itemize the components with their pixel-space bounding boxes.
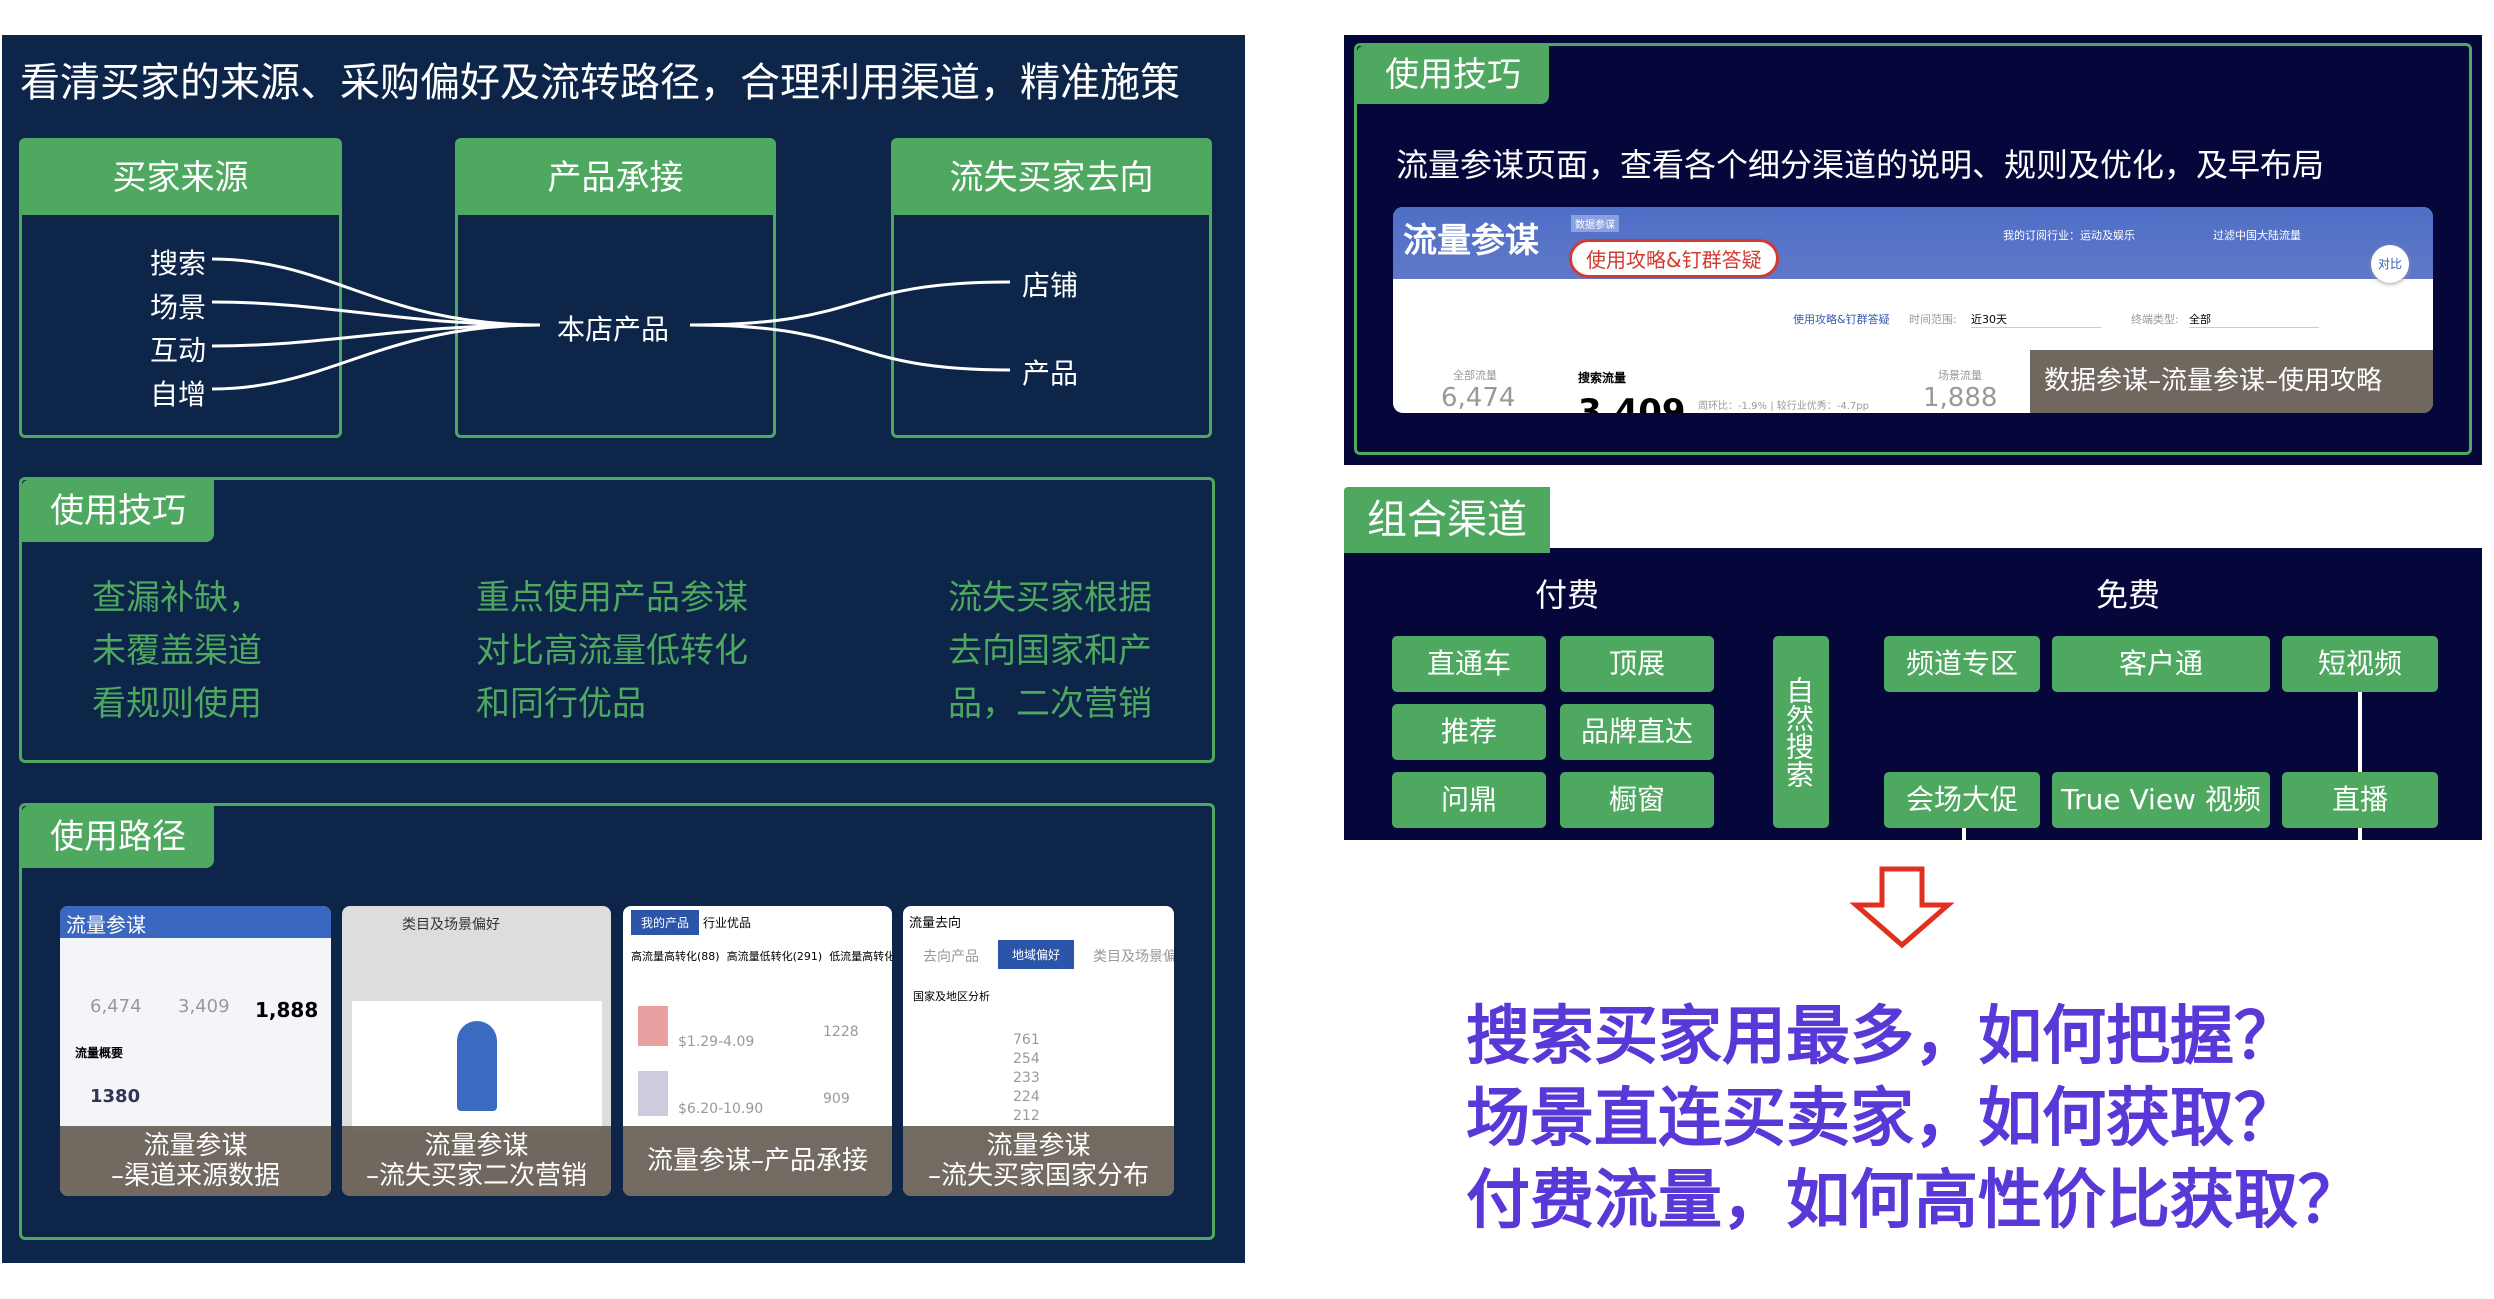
paid-label: 付费 <box>1535 576 1600 614</box>
card-caption: 流量参谋–流失买家二次营销 <box>342 1126 611 1196</box>
channel-trueview[interactable]: True View 视频 <box>2052 772 2270 828</box>
card-country[interactable]: 流量去向 去向产品 地域偏好 类目及场景偏好 国家及地区分析 761254233… <box>903 906 1174 1196</box>
tip-3: 流失买家根据去向国家和产品，二次营销 <box>948 578 1152 724</box>
tab: 行业优品 <box>703 916 752 930</box>
right-desc: 流量参谋页面，查看各个细分渠道的说明、规则及优化，及早布局 <box>1396 146 2325 184</box>
count: 909 <box>823 1091 850 1107</box>
channel-pindao[interactable]: 频道专区 <box>1884 636 2040 692</box>
dest-shop: 店铺 <box>1022 269 1079 302</box>
time-select[interactable]: 近30天 <box>1971 311 2101 328</box>
buyer-source-header: 买家来源 <box>22 141 339 215</box>
illustration <box>352 1001 602 1131</box>
card-caption: 流量参谋–产品承接 <box>623 1126 892 1196</box>
card-lost-marketing[interactable]: 类目及场景偏好 流量参谋–流失买家二次营销 <box>342 906 611 1196</box>
card-product[interactable]: 我的产品 行业优品 高流量高转化(88) 高流量低转化(291) 低流量高转化 … <box>623 906 892 1196</box>
num: 1380 <box>90 1086 141 1107</box>
compare-button[interactable]: 对比 <box>2371 245 2409 283</box>
source-search: 搜索 <box>150 247 207 280</box>
tips-tab: 使用技巧 <box>22 480 214 542</box>
card-channel-source[interactable]: 流量参谋 6,474 3,409 1,888 流量概要 1380 流量参谋–渠道… <box>60 906 331 1196</box>
question-3: 付费流量，如何高性价比获取？ <box>1466 1164 2362 1238</box>
source-interact: 互动 <box>150 334 207 367</box>
channel-wending[interactable]: 问鼎 <box>1392 772 1546 828</box>
channel-short-video[interactable]: 短视频 <box>2282 636 2438 692</box>
free-label: 免费 <box>2096 576 2161 614</box>
lost-buyer-box: 流失买家去向 <box>891 138 1212 438</box>
channels-tab: 组合渠道 <box>1344 487 1550 553</box>
connector-line <box>1962 828 1966 840</box>
dest-product: 产品 <box>1022 357 1079 390</box>
tip-2: 重点使用产品参谋对比高流量低转化和同行优品 <box>476 578 748 724</box>
badge: 数据参谋 <box>1571 215 1619 232</box>
tip-1: 查漏补缺，未覆盖渠道看规则使用 <box>92 578 262 724</box>
guide-pill[interactable]: 使用攻略&钉群答疑 <box>1569 239 1779 278</box>
caption-overlay: 数据参谋–流量参谋–使用攻略 <box>2030 350 2433 413</box>
product-header: 产品承接 <box>458 141 773 215</box>
question-1: 搜索买家用最多，如何把握？ <box>1466 1000 2298 1074</box>
channel-live[interactable]: 直播 <box>2282 772 2438 828</box>
card-header: 类目及场景偏好 <box>402 917 500 933</box>
source-self: 自增 <box>150 378 207 411</box>
logo: 流量参谋 <box>1403 221 1539 261</box>
channel-chuchuang[interactable]: 橱窗 <box>1560 772 1714 828</box>
card-caption: 流量参谋–渠道来源数据 <box>60 1126 331 1196</box>
price: $6.20-10.90 <box>678 1101 764 1117</box>
channel-kehutong[interactable]: 客户通 <box>2052 636 2270 692</box>
type-select[interactable]: 全部 <box>2189 311 2319 328</box>
connector-line <box>2358 692 2362 840</box>
guide-link[interactable]: 使用攻略&钉群答疑 <box>1793 313 1890 326</box>
flow-lines <box>211 257 1011 391</box>
path-box <box>19 803 1215 1240</box>
question-2: 场景直连买卖家，如何获取？ <box>1466 1082 2298 1156</box>
path-tab: 使用路径 <box>22 806 214 868</box>
channel-tuijian[interactable]: 推荐 <box>1392 704 1546 760</box>
product-box: 产品承接 <box>455 138 776 438</box>
stat: 1,888 <box>255 998 319 1022</box>
channel-dingzhan[interactable]: 顶展 <box>1560 636 1714 692</box>
traffic-screenshot: 流量参谋 数据参谋 使用攻略&钉群答疑 我的订阅行业：运动及娱乐 过滤中国大陆流… <box>1393 207 2433 413</box>
left-title: 看清买家的来源、采购偏好及流转路径，合理利用渠道，精准施策 <box>20 60 1180 106</box>
card-caption: 流量参谋–流失买家国家分布 <box>903 1126 1174 1196</box>
right-tips-tab: 使用技巧 <box>1357 46 1549 104</box>
tips-box <box>19 477 1215 763</box>
stat: 3,409 <box>178 996 230 1017</box>
price: $1.29-4.09 <box>678 1034 755 1050</box>
channel-brand[interactable]: 品牌直达 <box>1560 704 1714 760</box>
buyer-source-box: 买家来源 <box>19 138 342 438</box>
lost-buyer-header: 流失买家去向 <box>894 141 1209 215</box>
stat: 6,474 <box>90 996 142 1017</box>
source-scene: 场景 <box>150 291 207 324</box>
section: 流量概要 <box>75 1046 124 1060</box>
channel-huichang[interactable]: 会场大促 <box>1884 772 2040 828</box>
tab: 我的产品 <box>631 910 700 935</box>
channel-natural-search[interactable]: 自然搜索 <box>1773 636 1829 828</box>
down-arrow-icon <box>1850 866 1954 949</box>
channel-zhitongche[interactable]: 直通车 <box>1392 636 1546 692</box>
center-product: 本店产品 <box>557 313 670 346</box>
card-header: 流量参谋 <box>60 906 331 938</box>
count: 1228 <box>823 1024 859 1040</box>
card-header: 流量去向 <box>909 916 962 931</box>
